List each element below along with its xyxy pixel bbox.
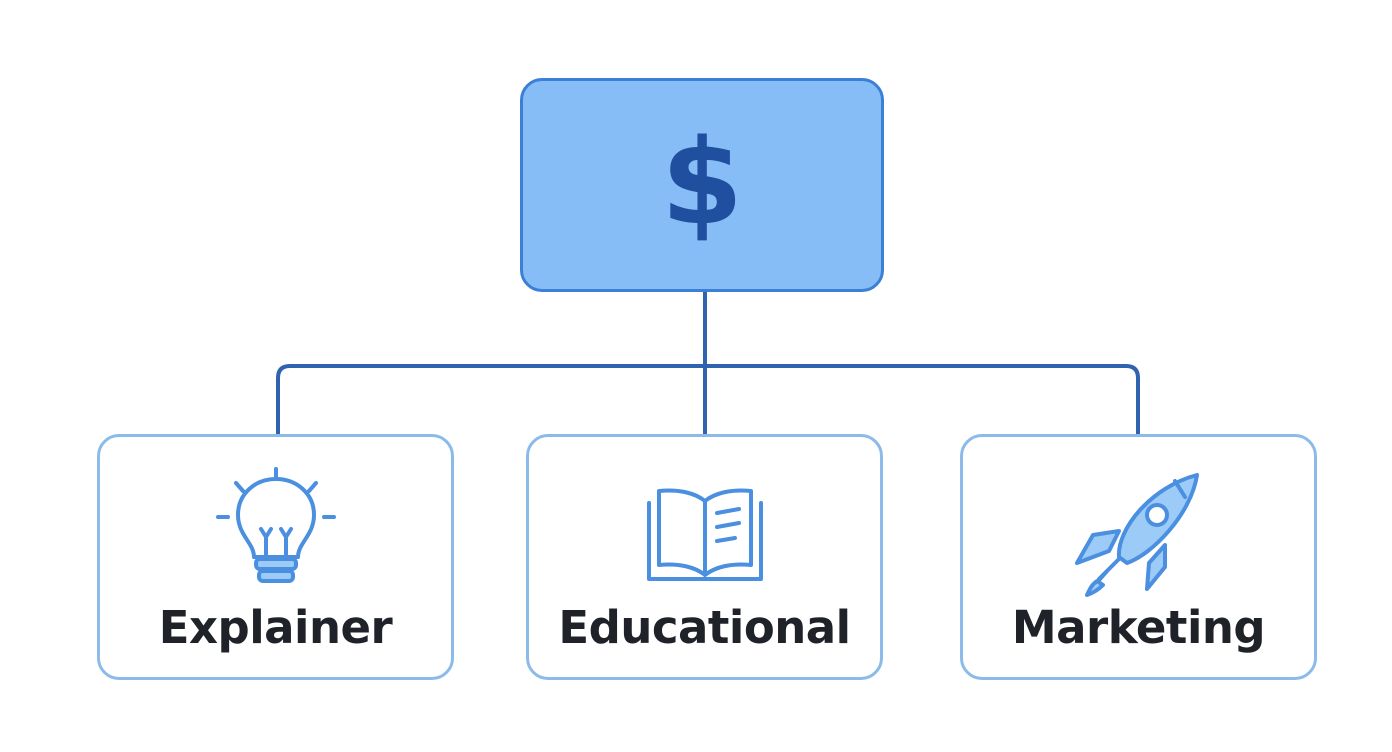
open-book-icon <box>646 488 763 581</box>
child-node-marketing: Marketing <box>960 434 1317 680</box>
dollar-sign-icon: $ <box>660 113 744 251</box>
rocket-icon <box>1074 473 1199 597</box>
child-node-educational: Educational <box>526 434 883 680</box>
child-label-educational: Educational <box>558 601 851 654</box>
root-node: $ <box>520 78 884 292</box>
lightbulb-icon <box>215 467 336 583</box>
child-label-explainer: Explainer <box>158 601 393 654</box>
connector-horizontal <box>276 364 1140 436</box>
child-label-marketing: Marketing <box>1011 601 1266 654</box>
child-node-explainer: Explainer <box>97 434 454 680</box>
